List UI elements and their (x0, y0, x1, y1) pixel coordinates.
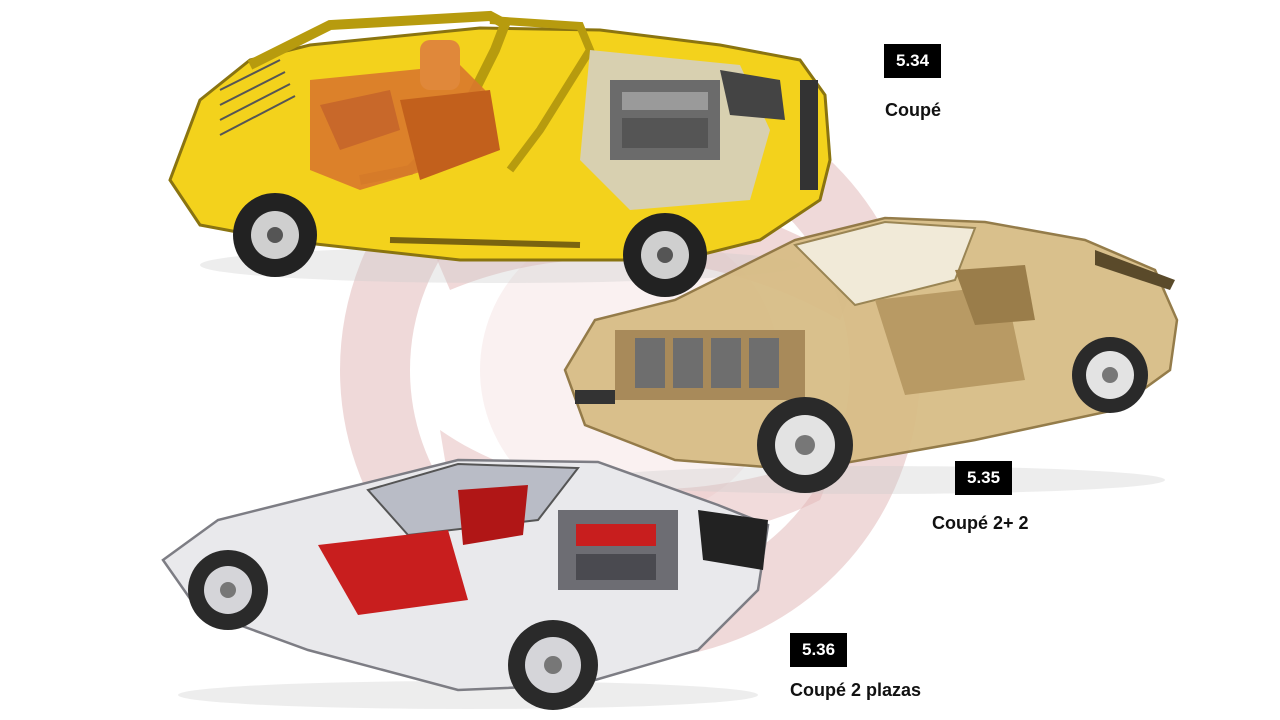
yellow-coupe-cutaway-image (168, 10, 832, 297)
figure-caption: Coupé (885, 100, 941, 120)
figure-number-tag: 5.35 (955, 461, 1013, 495)
figure-caption: Coupé 2+ 2 (932, 513, 1029, 533)
figure-number-tag: 5.36 (790, 633, 848, 667)
white-2-seater-coupe-cutaway-image (161, 458, 770, 710)
tan-2plus2-coupe-cutaway-image (563, 216, 1179, 494)
figure-caption: Coupé 2 plazas (790, 680, 922, 700)
figure-number-tag: 5.34 (884, 44, 942, 78)
